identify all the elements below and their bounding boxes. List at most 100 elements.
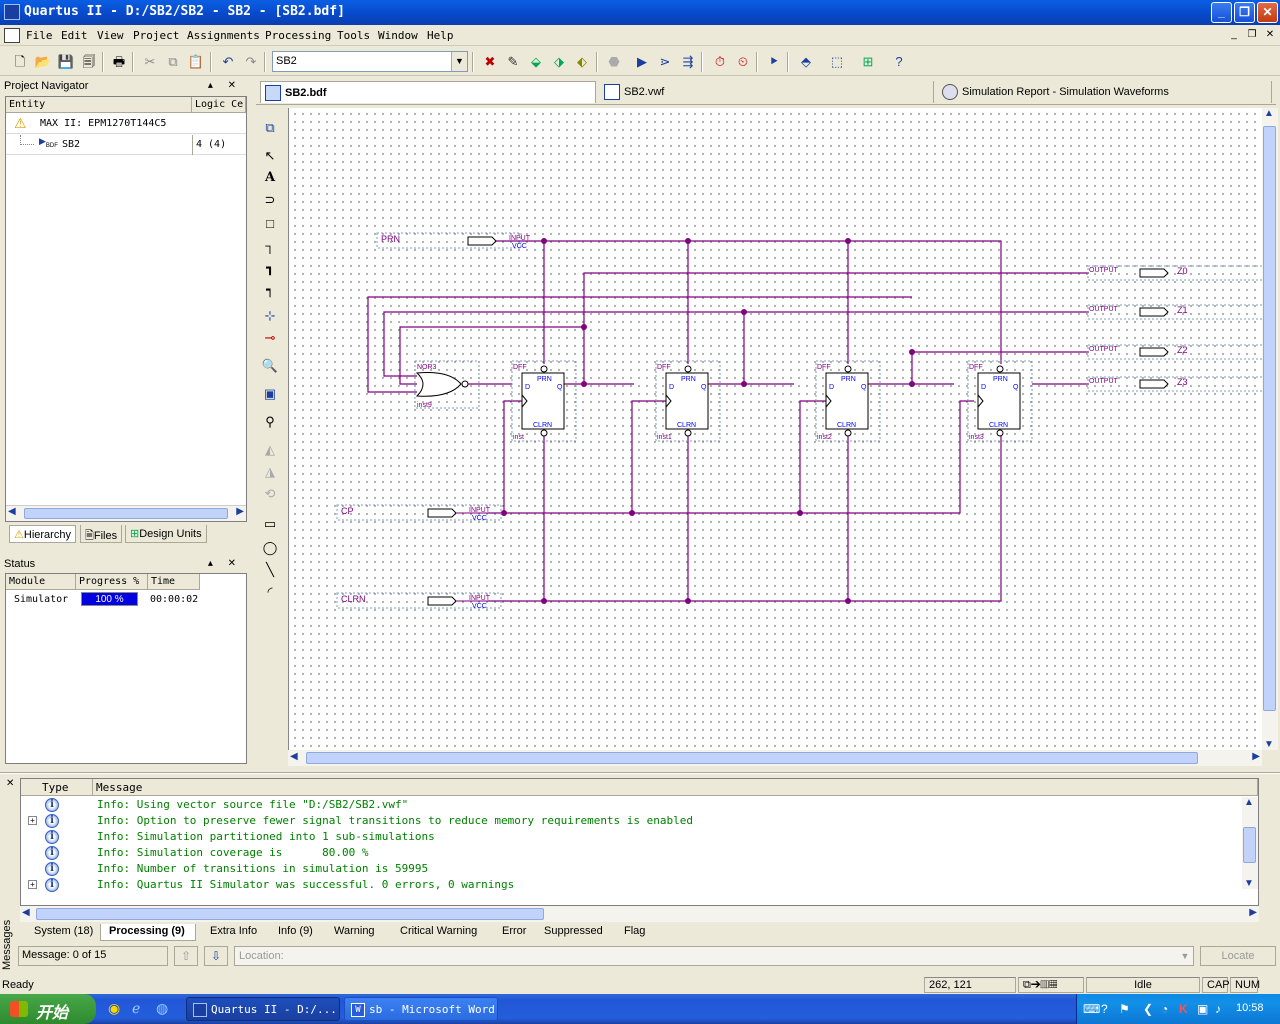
message-row[interactable]: + i Info: Quartus II Simulator was succe… [21, 877, 1251, 893]
rtl-viewer-icon[interactable]: ⬘ [801, 54, 811, 69]
flip-vertical-icon[interactable]: ◮ [265, 464, 275, 479]
dff-inst2[interactable]: DFF PRN D Q CLRN inst2 [815, 360, 881, 442]
stop-icon[interactable]: ⬣ [608, 54, 620, 69]
minimize-button[interactable]: _ [1211, 2, 1232, 23]
tab-processing[interactable]: Processing (9) [100, 924, 196, 941]
dff-inst[interactable]: DFF PRN D Q CLRN inst [511, 360, 577, 442]
tree-row-device[interactable]: ⚠ MAX II: EPM1270T144C5 [6, 114, 246, 134]
print-icon[interactable]: 🖶 [112, 54, 126, 69]
column-message[interactable]: Message [93, 779, 1258, 796]
tab-warning[interactable]: Warning [334, 925, 375, 937]
line-tool-icon[interactable]: ╲ [266, 562, 274, 577]
next-message-icon[interactable]: ⇩ [204, 946, 228, 966]
timing-analyzer-icon[interactable]: ⏱ [714, 54, 726, 69]
menu-assignments[interactable]: Assignments [187, 29, 260, 42]
message-row[interactable]: i Info: Simulation coverage is 80.00 % [21, 845, 1251, 861]
tab-extra-info[interactable]: Extra Info [210, 925, 258, 937]
symbol-tool-icon[interactable]: ⊃ [264, 192, 276, 207]
panel-controls[interactable]: ▴ ✕ [207, 80, 242, 91]
column-time[interactable]: Time [148, 574, 200, 590]
tab-suppressed[interactable]: Suppressed [544, 925, 603, 937]
mdi-close-button[interactable]: ✕ [1265, 29, 1275, 40]
save-all-icon[interactable]: 🗐 [82, 54, 96, 69]
menu-window[interactable]: Window [378, 29, 418, 42]
kingsoft-icon[interactable]: K [1179, 1002, 1188, 1016]
conduit-tool-icon[interactable]: ┑ [266, 282, 274, 297]
start-compilation-icon[interactable]: ▶ [637, 54, 647, 69]
output-pin-z0[interactable]: OUTPUT Z0 [1087, 265, 1265, 281]
tab-hierarchy[interactable]: ⚠Hierarchy [9, 525, 76, 543]
display-icon[interactable]: ▣ [1197, 1002, 1209, 1016]
schematic-canvas[interactable]: PRN INPUT VCC CP INPUT VCC CLRN INPUT VC… [288, 108, 1265, 750]
tab-critical-warning[interactable]: Critical Warning [400, 925, 478, 937]
zoom-tool-icon[interactable]: 🔍 [261, 358, 279, 373]
undo-icon[interactable]: ↶ [222, 54, 234, 69]
mdi-minimize-button[interactable]: _ [1231, 29, 1237, 40]
location-field[interactable]: Location: ▼ [234, 946, 1194, 966]
menu-help[interactable]: Help [427, 29, 454, 42]
internet-explorer-icon[interactable]: ℯ [132, 1000, 141, 1016]
messages-hscrollbar[interactable]: ◀ ▶ [20, 906, 1259, 922]
message-row[interactable]: i Info: Simulation partitioned into 1 su… [21, 829, 1251, 845]
column-type[interactable]: Type [21, 779, 93, 796]
chevron-down-icon[interactable]: ▼ [1180, 951, 1190, 961]
compile-settings-icon[interactable]: ⬙ [531, 54, 541, 69]
quicklaunch-icon[interactable]: ◉ [108, 1000, 121, 1016]
output-pin-z1[interactable]: OUTPUT Z1 [1087, 304, 1265, 320]
messages-vscrollbar[interactable]: ▲ ▼ [1242, 797, 1258, 889]
input-pin-cp[interactable]: CP INPUT VCC [336, 504, 502, 522]
tab-info[interactable]: Info (9) [278, 925, 313, 937]
timing-report-icon[interactable]: ⏲ [737, 54, 749, 69]
expand-icon[interactable]: + [28, 816, 37, 825]
keyboard-icon[interactable]: ⌨ [1083, 1002, 1101, 1016]
message-row[interactable]: + i Info: Option to preserve fewer signa… [21, 813, 1251, 829]
tree-row-sb2[interactable]: ▶BDF SB2 4 (4) [6, 135, 246, 155]
oval-tool-icon[interactable]: ◯ [262, 540, 278, 555]
start-simulation-icon[interactable]: ⯈ [768, 54, 780, 69]
chevron-down-icon[interactable]: ▼ [451, 52, 467, 71]
assignment-editor-icon[interactable]: ⬗ [554, 54, 564, 69]
menu-edit[interactable]: Edit [61, 29, 88, 42]
volume-icon[interactable]: ♪ [1215, 1002, 1221, 1016]
output-pin-z3[interactable]: OUTPUT Z3 [1087, 376, 1265, 392]
start-button[interactable]: 开始 [0, 994, 96, 1024]
partial-line-icon[interactable]: ⊸ [264, 330, 276, 345]
redo-icon[interactable]: ↷ [245, 54, 257, 69]
tab-sb2-bdf[interactable]: SB2.bdf [260, 81, 596, 103]
copy-icon[interactable]: ⧉ [168, 54, 178, 69]
media-icon[interactable]: ◍ [156, 1000, 169, 1016]
arc-tool-icon[interactable]: ◜ [267, 584, 273, 599]
detach-window-icon[interactable]: ⧉ [265, 120, 275, 135]
tab-error[interactable]: Error [502, 925, 527, 937]
chip-planner-icon[interactable]: ✖ [484, 54, 496, 69]
tab-simulation-report[interactable]: Simulation Report - Simulation Waveforms [938, 81, 1272, 103]
column-module[interactable]: Module [6, 574, 76, 590]
menu-file[interactable]: File [26, 29, 53, 42]
menu-project[interactable]: Project [133, 29, 180, 42]
previous-message-icon[interactable]: ⇧ [174, 946, 198, 966]
column-progress[interactable]: Progress % [76, 574, 148, 590]
analysis-synthesis-icon[interactable]: ⋗ [659, 54, 671, 69]
antivirus-icon[interactable]: ◔ [1161, 1002, 1169, 1016]
menu-tools[interactable]: Tools [337, 29, 371, 42]
panel-controls[interactable]: ▴ ✕ [207, 558, 242, 569]
network-icon[interactable]: ⚑ [1119, 1002, 1130, 1016]
locate-button[interactable]: Locate [1200, 946, 1276, 966]
tab-design-units[interactable]: ⊞Design Units [125, 525, 207, 543]
restore-button[interactable]: ❐ [1234, 2, 1255, 23]
find-icon[interactable]: ⚲ [265, 414, 275, 429]
text-tool-icon[interactable]: A [264, 170, 276, 185]
pin-planner-icon[interactable]: ✎ [507, 54, 519, 69]
mdi-restore-button[interactable]: ❐ [1247, 29, 1257, 40]
new-file-icon[interactable]: 🗋 [14, 54, 26, 69]
tab-system[interactable]: System (18) [34, 925, 94, 937]
taskbar-word[interactable]: W sb - Microsoft Word [344, 997, 498, 1021]
navigator-hscrollbar[interactable]: ◀ ▶ [6, 505, 246, 521]
menu-processing[interactable]: Processing [265, 29, 332, 42]
dff-inst1[interactable]: DFF PRN D Q CLRN inst1 [655, 360, 721, 442]
full-screen-icon[interactable]: ▣ [263, 386, 277, 401]
column-logic-cells[interactable]: Logic Ce [192, 97, 246, 113]
input-pin-prn[interactable]: PRN INPUT VCC [376, 232, 531, 250]
input-pin-clrn[interactable]: CLRN INPUT VCC [336, 592, 502, 610]
message-row[interactable]: i Info: Number of transitions in simulat… [21, 861, 1251, 877]
